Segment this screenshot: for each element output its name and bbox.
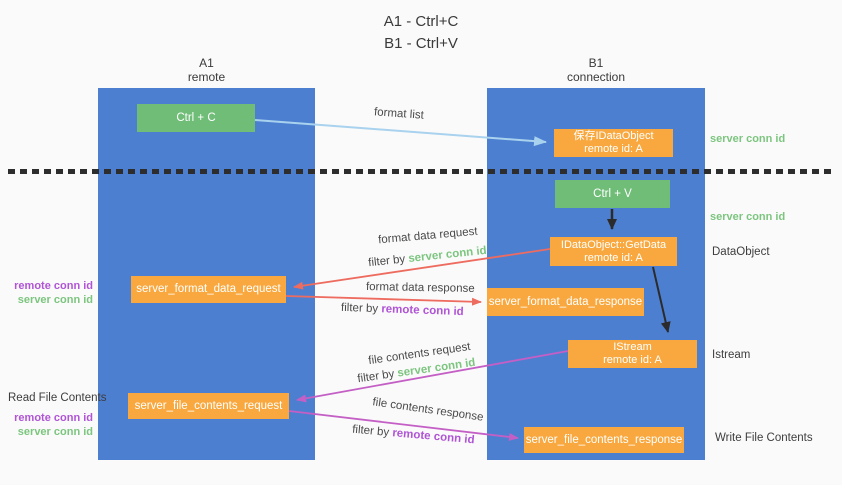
node-ctrl-c: Ctrl + C xyxy=(137,104,255,132)
left-lane-name: A1 xyxy=(199,56,214,70)
title-line-2: B1 - Ctrl+V xyxy=(384,35,458,52)
node-server-file-contents-request-label: server_file_contents_request xyxy=(134,399,283,412)
left-read-file-contents-label: Read File Contents xyxy=(8,392,107,404)
node-idataobject-getdata: IDataObject::GetData remote id: A xyxy=(550,237,677,266)
diagram-title: A1 - Ctrl+C B1 - Ctrl+V xyxy=(0,11,842,55)
node-ctrl-v-label: Ctrl + V xyxy=(593,187,632,200)
filter-by-text: filter by xyxy=(340,301,379,316)
left-conn-id-stack-bottom: remote conn id server conn id xyxy=(0,411,93,439)
left-remote-conn-id-top: remote conn id xyxy=(14,280,93,292)
dotted-separator xyxy=(8,169,834,174)
right-dataobject-label: DataObject xyxy=(712,246,770,258)
label-format-data-request: format data request xyxy=(377,225,479,247)
left-remote-conn-id-bottom: remote conn id xyxy=(14,412,93,424)
label-format-list: format list xyxy=(373,106,425,122)
node-idataobject-getdata-line2: remote id: A xyxy=(584,251,643,264)
filter-by-text: filter by xyxy=(356,368,396,386)
label-format-data-response: format data response xyxy=(365,281,475,295)
node-istream: IStream remote id: A xyxy=(568,340,697,368)
node-server-format-data-request: server_format_data_request xyxy=(131,276,286,303)
node-istream-line2: remote id: A xyxy=(603,354,662,366)
node-server-format-data-response: server_format_data_response xyxy=(487,288,644,316)
node-ctrl-v: Ctrl + V xyxy=(555,180,670,208)
node-server-file-contents-response-label: server_file_contents_response xyxy=(525,433,683,446)
right-write-file-contents-label: Write File Contents xyxy=(715,432,813,444)
right-server-conn-id-mid: server conn id xyxy=(710,211,786,223)
node-idataobject-getdata-line1: IDataObject::GetData xyxy=(560,238,667,251)
remote-conn-id-text: remote conn id xyxy=(391,427,476,447)
filter-by-text: filter by xyxy=(367,253,406,270)
right-istream-label: Istream xyxy=(712,349,751,361)
label-filter-remote-conn-id-1: filter by remote conn id xyxy=(341,302,464,318)
node-save-idataobject-line1: 保存IDataObject xyxy=(573,130,654,142)
left-server-conn-id-bottom: server conn id xyxy=(17,426,93,438)
right-lane-name: B1 xyxy=(588,56,604,70)
node-server-file-contents-response: server_file_contents_response xyxy=(524,427,684,453)
remote-conn-id-text: remote conn id xyxy=(381,303,464,319)
node-server-file-contents-request: server_file_contents_request xyxy=(128,393,289,419)
left-server-conn-id-top: server conn id xyxy=(17,294,93,306)
label-filter-server-conn-id-1: filter by server conn id xyxy=(368,245,488,269)
title-line-1: A1 - Ctrl+C xyxy=(383,13,459,30)
left-lane-header: A1 remote xyxy=(98,56,315,84)
node-ctrl-c-label: Ctrl + C xyxy=(176,111,216,124)
node-server-format-data-request-label: server_format_data_request xyxy=(136,283,281,295)
right-lane-subtitle: connection xyxy=(566,70,626,84)
left-conn-id-stack-top: remote conn id server conn id xyxy=(0,279,93,307)
label-file-contents-response: file contents response xyxy=(371,396,485,424)
node-save-idataobject: 保存IDataObject remote id: A xyxy=(554,129,673,157)
label-filter-remote-conn-id-2: filter by remote conn id xyxy=(352,424,475,447)
server-conn-id-text: server conn id xyxy=(407,244,488,265)
right-server-conn-id-top: server conn id xyxy=(710,133,786,145)
format-data-response-arrow xyxy=(285,295,482,306)
left-lane-subtitle: remote xyxy=(187,70,226,84)
node-istream-line1: IStream xyxy=(613,341,652,353)
node-server-format-data-response-label: server_format_data_response xyxy=(488,295,643,308)
node-save-idataobject-line2: remote id: A xyxy=(584,143,643,155)
filter-by-text: filter by xyxy=(351,423,390,439)
right-lane-header: B1 connection xyxy=(487,56,705,84)
